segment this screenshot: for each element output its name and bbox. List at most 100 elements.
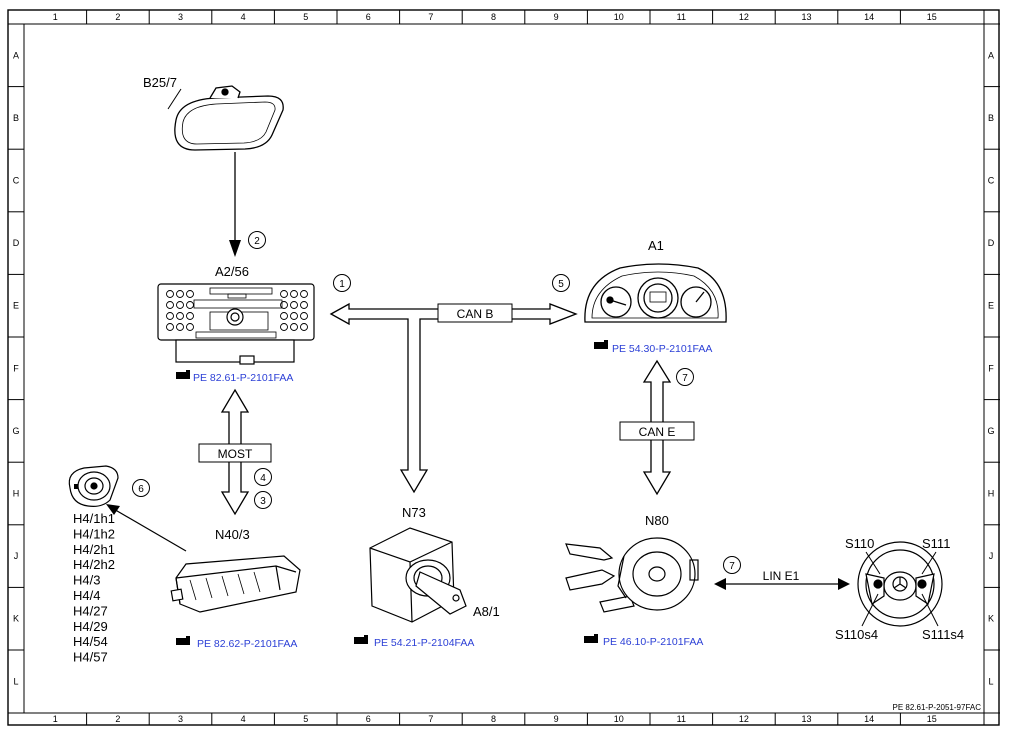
n40-3-label[interactable]: N40/3 [215,527,250,542]
svg-text:CAN B: CAN B [457,307,494,321]
grid-row-C: C [13,176,20,186]
grid-row-B: B [13,113,19,123]
n73-label[interactable]: N73 [402,505,426,520]
speaker-designation[interactable]: H4/2h2 [73,557,115,572]
callout-5: 5 [552,274,570,292]
n80-reference-link[interactable]: PE 46.10-P-2101FAA [603,636,703,648]
grid-row-J: J [14,551,19,561]
speaker-designation[interactable]: H4/54 [73,634,108,649]
b25-7-mirror-icon [174,85,284,151]
grid-row-A: A [13,50,19,60]
ignition-switch-icon [369,527,467,623]
n80-label[interactable]: N80 [645,513,669,528]
reference-hand-icon [594,340,608,349]
grid-column-10: 10 [614,12,624,22]
speaker-designation[interactable]: H4/57 [73,650,108,665]
grid-column-11: 11 [677,12,686,22]
s110-label[interactable]: S110 [845,536,874,551]
svg-text:2: 2 [254,236,260,247]
grid-column-9: 9 [554,714,559,724]
callout-6: 6 [132,479,150,497]
grid-column-5: 5 [303,12,308,22]
svg-text:7: 7 [729,561,735,572]
reference-hand-icon [176,636,190,645]
n73-reference-link[interactable]: PE 54.21-P-2104FAA [374,637,474,649]
grid-column-2: 2 [115,714,120,724]
drawing-frame [7,9,1000,726]
speaker-designation[interactable]: H4/3 [73,573,100,588]
callout-3: 3 [254,491,272,509]
grid-row-H: H [988,489,995,499]
svg-text:6: 6 [138,484,144,495]
grid-column-7: 7 [428,12,433,22]
a2-56-label[interactable]: A2/56 [215,264,249,279]
svg-text:7: 7 [682,373,688,384]
svg-text:4: 4 [260,473,266,484]
grid-row-G: G [987,426,994,436]
head-unit-icon [157,283,315,365]
grid-column-8: 8 [491,12,496,22]
svg-text:5: 5 [558,279,564,290]
s111s4-label[interactable]: S111s4 [922,627,964,642]
reference-hand-icon [354,635,368,644]
a1-label[interactable]: A1 [648,238,664,253]
grid-column-8: 8 [491,714,496,724]
lin-e1-bus-arrow [714,578,850,590]
b25-7-label[interactable]: B25/7 [143,75,177,90]
amplifier-icon [170,555,301,613]
callout-2: 2 [248,231,266,249]
svg-text:LIN E1: LIN E1 [763,569,800,583]
most-bus: MOST [198,443,272,463]
grid-column-13: 13 [801,714,811,724]
grid-row-H: H [13,489,20,499]
grid-row-D: D [988,238,995,248]
grid-row-E: E [988,301,994,311]
switch-leader-lines [861,551,939,627]
svg-text:MOST: MOST [218,447,253,461]
can-e-bus: CAN E [619,421,695,441]
can-b-bus: CAN B [437,303,513,323]
speaker-designation-list: H4/1h1H4/1h2H4/2h1H4/2h2H4/3H4/4H4/27H4/… [73,511,115,665]
reference-hand-icon [584,634,598,643]
svg-text:3: 3 [260,496,266,507]
grid-row-K: K [13,614,19,624]
grid-column-15: 15 [927,714,937,724]
a1-reference-link[interactable]: PE 54.30-P-2101FAA [612,343,712,355]
s110s4-label[interactable]: S110s4 [835,627,878,642]
grid-row-J: J [989,551,994,561]
speaker-designation[interactable]: H4/29 [73,619,108,634]
grid-column-14: 14 [864,12,874,22]
can-b-bus-arrows [329,302,578,494]
mirror-to-head-unit-arrow [229,152,241,257]
grid-row-F: F [988,363,994,373]
a2-56-reference-link[interactable]: PE 82.61-P-2101FAA [193,372,293,384]
callout-7-lin: 7 [723,556,741,574]
grid-column-14: 14 [864,714,874,724]
document-code: PE 82.61-P-2051-97FAC [893,703,982,712]
callout-1: 1 [333,274,351,292]
grid-column-15: 15 [927,12,937,22]
speaker-designation[interactable]: H4/2h1 [73,542,115,557]
grid-row-D: D [13,238,20,248]
s111-label[interactable]: S111 [922,536,950,551]
n40-3-reference-link[interactable]: PE 82.62-P-2101FAA [197,638,297,650]
grid-row-L: L [13,676,18,686]
speaker-designation[interactable]: H4/1h2 [73,526,115,541]
grid-column-1: 1 [53,12,58,22]
callout-7-can-e: 7 [676,368,694,386]
grid-row-K: K [988,614,994,624]
speaker-designation[interactable]: H4/1h1 [73,511,115,526]
speaker-designation[interactable]: H4/4 [73,588,100,603]
steering-wheel-icon [857,541,943,627]
steering-column-module-icon [565,537,699,613]
grid-column-11: 11 [677,714,686,724]
head-unit-buttons [166,290,308,331]
a8-1-label[interactable]: A8/1 [473,604,500,619]
speaker-designation[interactable]: H4/27 [73,603,108,618]
grid-column-6: 6 [366,12,371,22]
amplifier-to-speaker-arrow [106,504,187,552]
grid-column-4: 4 [241,714,246,724]
grid-column-4: 4 [241,12,246,22]
grid-column-6: 6 [366,714,371,724]
